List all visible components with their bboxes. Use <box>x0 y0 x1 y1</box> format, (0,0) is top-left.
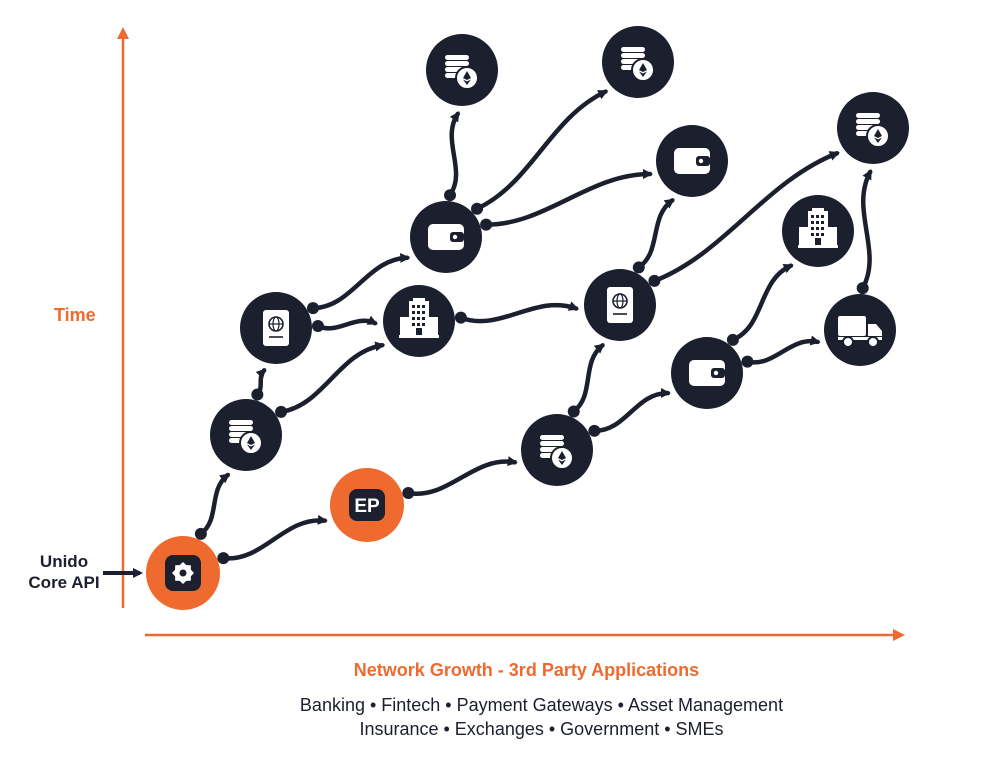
node-wallet-c <box>671 337 743 409</box>
ep-icon: EP <box>349 489 385 521</box>
origin-label: Unido Core API <box>18 551 110 593</box>
edges-layer <box>194 89 873 565</box>
edge-start-dot <box>632 261 645 274</box>
edge-coins-b-to-passport-b <box>567 343 605 418</box>
gear-icon <box>165 555 201 591</box>
edge-ep-to-coins-b <box>402 456 518 500</box>
node-coins-b <box>521 414 593 486</box>
edge-start-dot <box>194 527 207 540</box>
edge-start-dot <box>217 552 230 565</box>
wallet-icon <box>674 148 710 174</box>
edge-start-dot <box>567 405 580 418</box>
node-coins-top-2 <box>602 26 674 98</box>
node-building-b <box>782 195 854 267</box>
node-building-a <box>383 285 455 357</box>
node-coins-c <box>837 92 909 164</box>
ep-icon-label: EP <box>354 496 380 517</box>
node-coins-top-1 <box>426 34 498 106</box>
edge-wallet-a-to-coins-top-2 <box>471 89 609 215</box>
edge-start-dot <box>471 202 484 215</box>
edge-start-dot <box>444 189 457 202</box>
node-wallet-a <box>410 201 482 273</box>
edge-start-dot <box>726 333 739 346</box>
edge-core-api-to-coins-a <box>194 472 231 540</box>
y-axis-label: Time <box>54 305 96 325</box>
edge-wallet-a-to-wallet-b <box>480 168 653 231</box>
passport-icon <box>263 310 289 346</box>
coins-icon <box>540 435 574 470</box>
edge-start-dot <box>311 319 324 332</box>
edge-start-dot <box>856 282 869 295</box>
edge-passport-a-to-wallet-a <box>307 252 411 315</box>
node-passport-a <box>240 292 312 364</box>
truck-icon <box>838 316 882 348</box>
node-passport-b <box>584 269 656 341</box>
edge-core-api-to-ep <box>217 514 328 565</box>
nodes-layer: EP <box>146 26 909 610</box>
coins-icon <box>621 47 655 82</box>
edge-coins-b-to-wallet-c <box>588 388 671 437</box>
node-ep: EP <box>330 468 404 542</box>
edge-passport-b-to-coins-c <box>648 150 840 287</box>
sectors-line-1: Banking • Fintech • Payment Gateways • A… <box>299 695 784 715</box>
x-axis-label: Network Growth - 3rd Party Applications <box>353 660 700 680</box>
edge-start-dot <box>648 274 661 287</box>
edge-start-dot <box>741 355 754 368</box>
edge-passport-b-to-wallet-b <box>632 198 675 274</box>
edge-building-a-to-passport-b <box>454 301 579 324</box>
passport-icon <box>607 287 633 323</box>
edge-passport-a-to-building-a <box>311 315 378 332</box>
building-icon <box>399 298 439 338</box>
node-coins-a <box>210 399 282 471</box>
edge-wallet-c-to-building-b <box>726 263 794 346</box>
building-icon <box>798 208 838 248</box>
origin-label-line1: Unido <box>39 552 89 571</box>
edge-start-dot <box>402 487 415 500</box>
edge-wallet-c-to-truck <box>741 335 821 368</box>
node-truck <box>824 294 896 366</box>
node-wallet-b <box>656 125 728 197</box>
coins-icon <box>856 113 890 148</box>
edge-coins-a-to-passport-a <box>251 368 267 401</box>
edge-start-dot <box>588 424 601 437</box>
sectors-line-2: Insurance • Exchanges • Government • SME… <box>359 719 724 739</box>
edge-start-dot <box>307 302 320 315</box>
edge-start-dot <box>480 218 493 231</box>
wallet-icon <box>428 224 464 250</box>
origin-label-line2: Core API <box>28 573 100 592</box>
wallet-icon <box>689 360 725 386</box>
edge-start-dot <box>275 405 288 418</box>
edge-start-dot <box>251 388 264 401</box>
coins-icon <box>445 55 479 90</box>
node-core-api <box>146 536 220 610</box>
edge-wallet-a-to-coins-top-1 <box>444 111 461 202</box>
coins-icon <box>229 420 263 455</box>
edge-start-dot <box>454 311 467 324</box>
edge-truck-to-coins-c <box>856 169 873 295</box>
edge-coins-a-to-building-a <box>275 341 386 418</box>
